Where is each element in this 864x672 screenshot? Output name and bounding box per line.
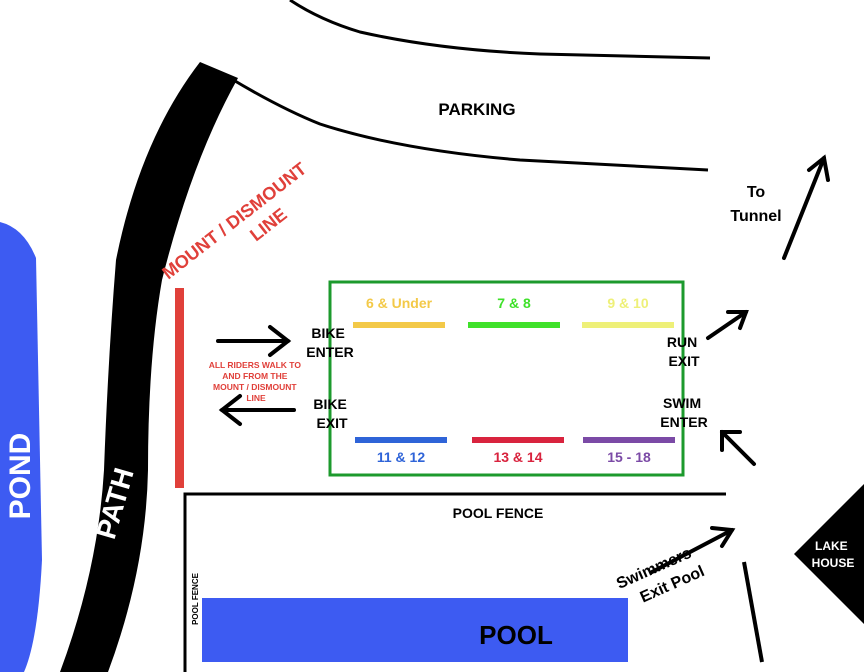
run-exit-line1: RUN xyxy=(667,334,697,350)
walk-note-line4: LINE xyxy=(246,393,266,403)
walk-note-line1: ALL RIDERS WALK TO xyxy=(209,360,302,370)
pond xyxy=(0,222,42,672)
lake-house xyxy=(794,484,864,624)
rack-label-bottom-3: 15 - 18 xyxy=(607,449,651,465)
rack-label-top-1: 6 & Under xyxy=(366,295,433,311)
lake-house-line1: LAKE xyxy=(815,539,848,553)
rack-bar-top-3 xyxy=(582,322,674,328)
rack-label-top-2: 7 & 8 xyxy=(497,295,531,311)
rack-bar-top-2 xyxy=(468,322,560,328)
lake-house-label: LAKE HOUSE xyxy=(812,539,855,570)
walk-note-line3: MOUNT / DISMOUNT xyxy=(213,382,297,392)
bike-enter-line1: BIKE xyxy=(311,325,344,341)
swim-enter-line1: SWIM xyxy=(663,395,701,411)
pool-fence-vertical-label: POOL FENCE xyxy=(191,572,200,625)
pond-label: POND xyxy=(4,433,37,520)
arrow-bike-enter xyxy=(216,325,292,357)
to-label: To xyxy=(747,184,766,201)
bike-exit-line2: EXIT xyxy=(316,415,348,431)
mount-dismount-line xyxy=(175,288,184,488)
rack-bar-bottom-1 xyxy=(355,437,447,443)
pool-fence-label: POOL FENCE xyxy=(453,505,544,521)
rack-bar-bottom-3 xyxy=(583,437,675,443)
pool xyxy=(202,598,628,662)
rack-label-bottom-1: 11 & 12 xyxy=(377,449,425,465)
swimmers-exit-label: Swimmers Exit Pool xyxy=(614,543,707,613)
path xyxy=(60,62,238,672)
rack-label-bottom-2: 13 & 14 xyxy=(493,449,542,465)
tunnel-label: Tunnel xyxy=(730,208,781,225)
run-exit-line2: EXIT xyxy=(668,353,700,369)
lake-house-line2: HOUSE xyxy=(812,556,855,570)
run-exit-label: RUN EXIT xyxy=(667,334,701,369)
parking-label: PARKING xyxy=(438,100,515,119)
walk-note: ALL RIDERS WALK TO AND FROM THE MOUNT / … xyxy=(209,360,304,403)
bike-enter-label: BIKE ENTER xyxy=(306,325,353,360)
swim-enter-label: SWIM ENTER xyxy=(660,395,707,430)
bike-exit-line1: BIKE xyxy=(313,396,346,412)
arrow-run-exit xyxy=(706,310,749,340)
rack-bar-top-1 xyxy=(353,322,445,328)
parking-boundary-top xyxy=(289,0,711,60)
walk-note-line2: AND FROM THE xyxy=(222,371,287,381)
swim-enter-line2: ENTER xyxy=(660,414,707,430)
age-group-racks: 6 & Under 7 & 8 9 & 10 11 & 12 13 & 14 15 - 1… xyxy=(353,295,675,465)
arrow-swim-enter xyxy=(720,430,756,466)
arrow-to-tunnel xyxy=(782,154,830,260)
arrow-swimmers-exit xyxy=(650,526,736,574)
pool-label: POOL xyxy=(479,620,553,650)
bike-enter-line2: ENTER xyxy=(306,344,353,360)
transition-area xyxy=(328,280,685,477)
rack-label-top-3: 9 & 10 xyxy=(607,295,648,311)
lake-path-line xyxy=(742,561,764,663)
rack-bar-bottom-2 xyxy=(472,437,564,443)
bike-exit-label: BIKE EXIT xyxy=(313,396,350,431)
pool-fence xyxy=(183,492,726,672)
arrow-bike-exit xyxy=(218,394,296,426)
parking-boundary-bottom xyxy=(229,76,709,172)
